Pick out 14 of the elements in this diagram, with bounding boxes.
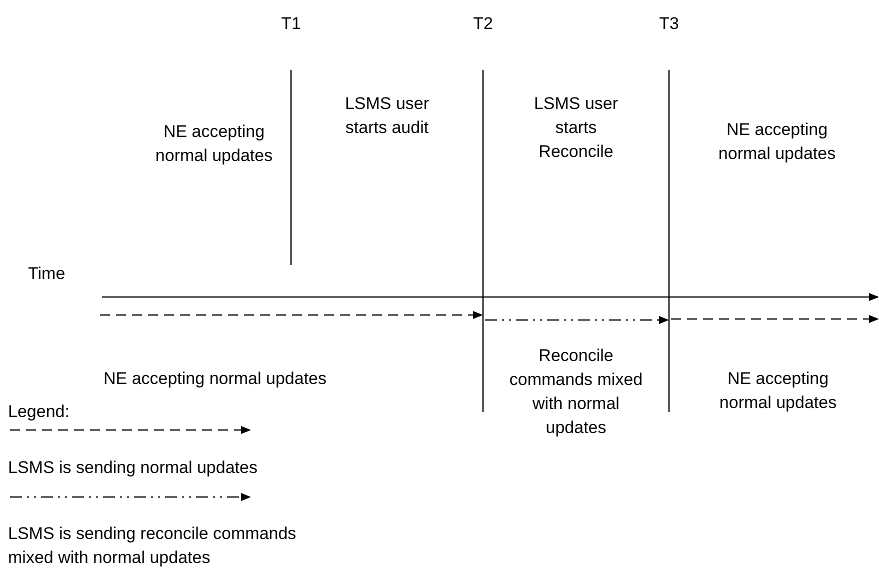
phase-label: LSMS user starts audit [344,93,430,139]
phase-label: NE accepting normal updates [154,121,274,167]
phase-label: LSMS user starts Reconcile [532,93,620,163]
phase-label: NE accepting normal updates [717,119,837,165]
time-label: T1 [280,13,302,35]
axis-label: Time [28,263,66,285]
phase-label: NE accepting normal updates [102,368,328,390]
legend-text: LSMS is sending normal updates [8,457,258,479]
time-label: T3 [658,13,680,35]
legend-title: Legend: [8,401,70,423]
legend-text: LSMS is sending reconcile commands mixed with normal updates [8,523,298,569]
phase-label: NE accepting normal updates [718,368,838,414]
phase-label: Reconcile commands mixed with normal updates [508,345,644,439]
time-label: T2 [472,13,494,35]
